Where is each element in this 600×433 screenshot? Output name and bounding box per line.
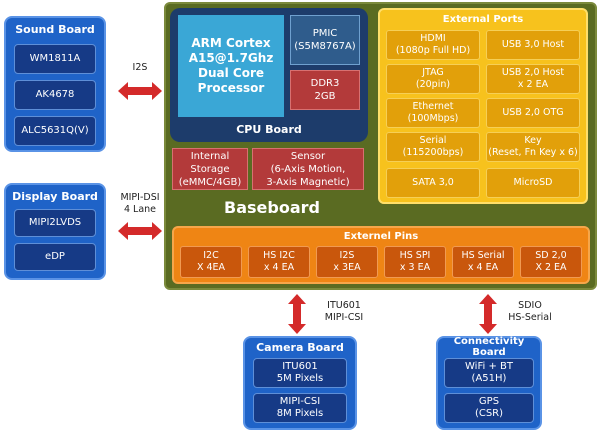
baseboard-title: Baseboard (224, 197, 320, 217)
external-ports-title: External Ports (442, 13, 524, 25)
external-ports: External Ports HDMI (1080p Full HD) USB … (378, 8, 588, 204)
sound-chip-wm1811a: WM1811A (14, 44, 96, 74)
sdio-label: SDIO HS-Serial (508, 300, 552, 323)
port-key: Key (Reset, Fn Key x 6) (486, 132, 580, 162)
display-chip-edp: eDP (14, 243, 96, 271)
sound-chip-alc5631q: ALC5631Q(V) (14, 116, 96, 146)
port-usb20-host: USB 2,0 Host x 2 EA (486, 64, 580, 94)
display-board-title: Display Board (12, 189, 98, 203)
camera-board: Camera Board ITU601 5M Pixels MIPI-CSI 8… (243, 336, 357, 430)
pin-sd20: SD 2,0 X 2 EA (520, 246, 582, 278)
external-pins: Externel Pins I2C X 4EA HS I2C x 4 EA I2… (172, 226, 590, 284)
mipi-dsi-arrow (118, 222, 162, 240)
sound-board: Sound Board WM1811A AK4678 ALC5631Q(V) (4, 16, 106, 152)
external-pins-title: Externel Pins (343, 230, 419, 242)
camera-chip-mipi-csi: MIPI-CSI 8M Pixels (253, 393, 347, 423)
cpu-board-title: CPU Board (236, 122, 302, 136)
display-chip-mipi2lvds: MIPI2LVDS (14, 209, 96, 237)
pin-hs-serial: HS Serial x 4 EA (452, 246, 514, 278)
mipi-dsi-label: MIPI-DSI 4 Lane (120, 192, 160, 215)
port-serial: Serial (115200bps) (386, 132, 480, 162)
pin-i2s: I2S x 3EA (316, 246, 378, 278)
port-usb20-otg: USB 2,0 OTG (486, 98, 580, 128)
connectivity-chip-wifi-bt: WiFi + BT (A51H) (444, 358, 534, 388)
display-board: Display Board MIPI2LVDS eDP (4, 183, 106, 280)
sensor: Sensor (6-Axis Motion, 3-Axis Magnetic) (252, 148, 364, 190)
ddr3-chip: DDR3 2GB (290, 70, 360, 110)
camera-chip-itu601: ITU601 5M Pixels (253, 358, 347, 388)
i2s-arrow (118, 82, 162, 100)
pin-hs-spi: HS SPI x 3 EA (384, 246, 446, 278)
cpu-board: ARM Cortex A15@1.7Ghz Dual Core Processo… (170, 8, 368, 142)
cpu-core: ARM Cortex A15@1.7Ghz Dual Core Processo… (178, 15, 284, 117)
pmic-chip: PMIC (S5M8767A) (290, 15, 360, 65)
sound-board-title: Sound Board (15, 22, 95, 36)
port-sata: SATA 3,0 (386, 168, 480, 198)
connectivity-chip-gps: GPS (CSR) (444, 393, 534, 423)
internal-storage: Internal Storage (eMMC/4GB) (172, 148, 248, 190)
camera-board-title: Camera Board (256, 340, 344, 354)
port-usb30-host: USB 3,0 Host (486, 30, 580, 60)
sdio-arrow (479, 294, 497, 334)
connectivity-board-title: Connectivity Board (453, 336, 525, 358)
port-jtag: JTAG (20pin) (386, 64, 480, 94)
port-ethernet: Ethernet (100Mbps) (386, 98, 480, 128)
port-microsd: MicroSD (486, 168, 580, 198)
port-hdmi: HDMI (1080p Full HD) (386, 30, 480, 60)
pin-hs-i2c: HS I2C x 4 EA (248, 246, 310, 278)
itu601-arrow (288, 294, 306, 334)
itu601-label: ITU601 MIPI-CSI (324, 300, 364, 323)
sound-chip-ak4678: AK4678 (14, 80, 96, 110)
connectivity-board: Connectivity Board WiFi + BT (A51H) GPS … (436, 336, 542, 430)
pin-i2c: I2C X 4EA (180, 246, 242, 278)
i2s-label: I2S (132, 62, 148, 74)
